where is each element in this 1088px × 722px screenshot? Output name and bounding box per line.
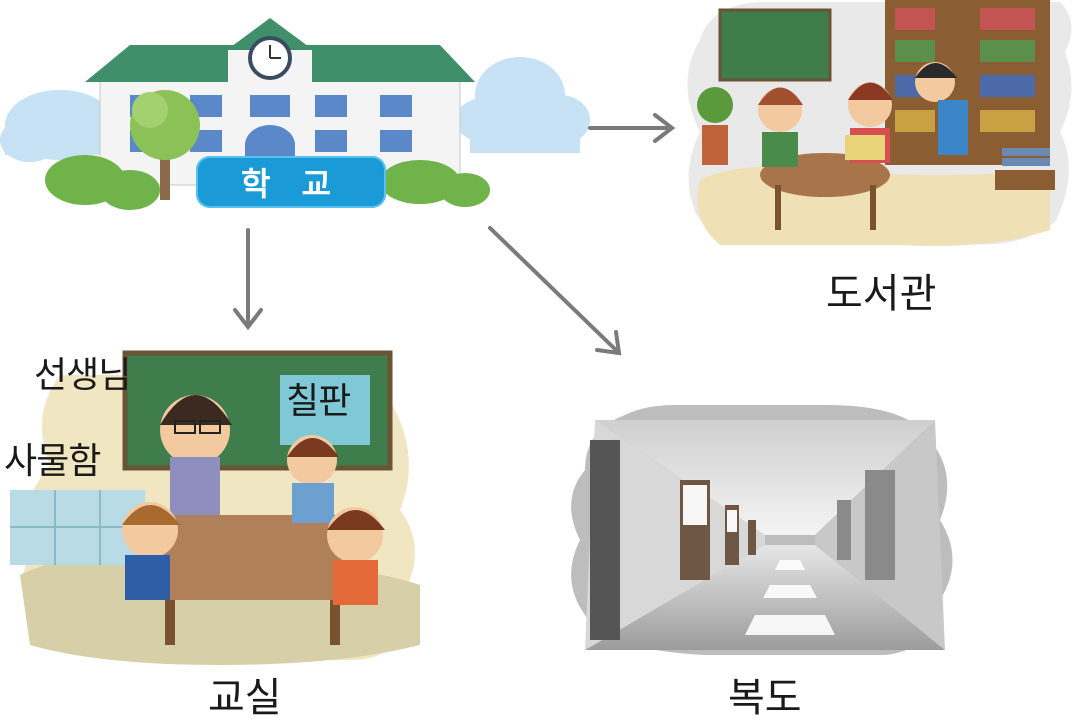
school-badge: 학 교 <box>196 156 386 208</box>
locker-label: 사물함 <box>4 441 101 482</box>
hallway-label: 복도 <box>728 675 802 721</box>
hallway-illustration <box>571 405 953 655</box>
classroom-illustration <box>10 350 420 665</box>
teacher-label: 선생님 <box>34 355 131 396</box>
classroom-label: 교실 <box>208 675 282 721</box>
arrow-to-library <box>588 113 676 143</box>
arrow-to-hallway <box>488 226 622 356</box>
school-illustration <box>0 18 590 210</box>
library-illustration <box>687 0 1072 246</box>
arrow-to-classroom <box>233 228 263 331</box>
blackboard-label: 칠판 <box>286 381 351 422</box>
library-label: 도서관 <box>826 271 937 317</box>
